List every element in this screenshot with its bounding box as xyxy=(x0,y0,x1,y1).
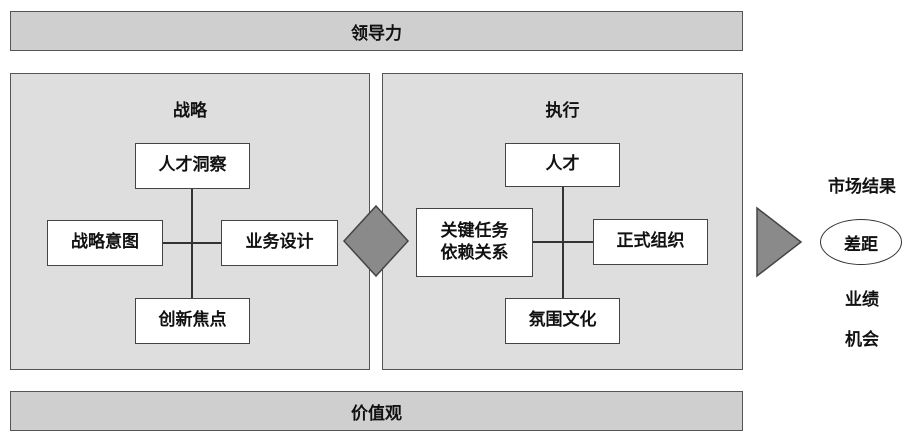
strategy-horizontal-connector xyxy=(162,242,222,244)
innovation-focus-label: 创新焦点 xyxy=(158,310,227,331)
arrow-right-shape xyxy=(756,206,803,278)
leadership-label: 领导力 xyxy=(351,23,402,44)
business-design-node: 业务设计 xyxy=(221,220,338,266)
climate-culture-label: 氛围文化 xyxy=(528,310,597,331)
opportunity-label: 机会 xyxy=(845,330,879,350)
formal-organization-label: 正式组织 xyxy=(616,231,685,252)
strategy-title: 战略 xyxy=(173,101,207,121)
formal-organization-node: 正式组织 xyxy=(593,219,708,265)
business-design-label: 业务设计 xyxy=(245,232,314,253)
climate-culture-node: 氛围文化 xyxy=(505,298,620,344)
key-tasks-node: 关键任务 依赖关系 xyxy=(416,208,533,277)
talent-insight-label: 人才洞察 xyxy=(158,155,227,176)
execution-title: 执行 xyxy=(545,101,580,121)
talent-label: 人才 xyxy=(545,154,580,175)
gap-ellipse: 差距 xyxy=(820,219,902,265)
execution-horizontal-connector xyxy=(532,241,594,243)
innovation-focus-node: 创新焦点 xyxy=(135,298,250,344)
talent-node: 人才 xyxy=(505,143,620,187)
values-band: 价值观 xyxy=(10,391,743,431)
gap-label: 差距 xyxy=(844,234,878,255)
key-tasks-label: 关键任务 xyxy=(440,221,509,242)
performance-label: 业绩 xyxy=(845,290,879,310)
strategic-intent-label: 战略意图 xyxy=(71,232,139,253)
talent-insight-node: 人才洞察 xyxy=(135,143,250,189)
leadership-band: 领导力 xyxy=(10,11,743,51)
dependencies-label: 依赖关系 xyxy=(440,242,509,263)
market-results-label: 市场结果 xyxy=(828,177,896,197)
diamond-connector-shape xyxy=(342,204,410,278)
values-label: 价值观 xyxy=(351,403,402,424)
strategic-intent-node: 战略意图 xyxy=(47,220,163,266)
